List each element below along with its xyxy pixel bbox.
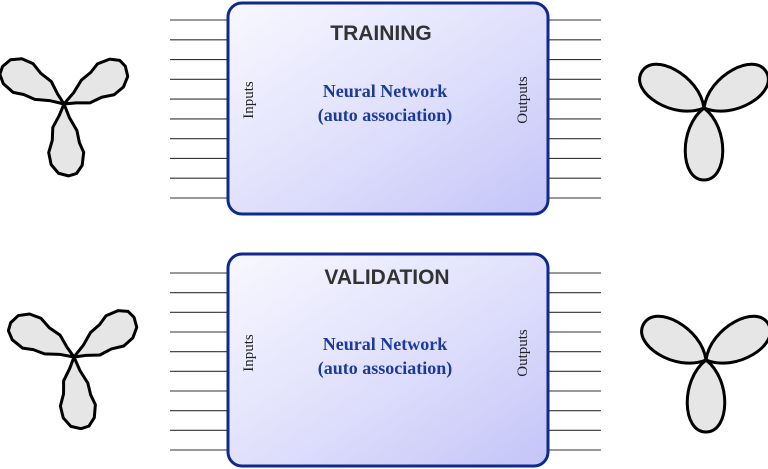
neural-network-box xyxy=(226,252,550,468)
reconstructed-output-shape xyxy=(632,306,768,434)
stage-title: VALIDATION xyxy=(324,266,449,289)
noisy-input-shape xyxy=(0,49,137,179)
noisy-input-shape xyxy=(1,302,146,432)
reconstructed-output-shape xyxy=(630,54,768,182)
training-stage: TRAINING Neural Network (auto associatio… xyxy=(170,1,601,216)
output-lines xyxy=(547,272,601,451)
outputs-label: Outputs xyxy=(515,76,531,124)
outputs-label: Outputs xyxy=(515,329,531,377)
inputs-label: Inputs xyxy=(241,334,257,372)
output-lines xyxy=(547,19,601,199)
network-label-line1: Neural Network xyxy=(323,334,447,354)
inputs-label: Inputs xyxy=(241,81,257,119)
neural-network-box xyxy=(226,1,550,216)
network-label-line2: (auto association) xyxy=(318,358,453,379)
input-lines xyxy=(170,272,229,451)
input-lines xyxy=(170,19,229,199)
stage-title: TRAINING xyxy=(330,22,432,45)
network-label-line1: Neural Network xyxy=(323,81,447,101)
network-label-line2: (auto association) xyxy=(318,105,453,126)
validation-stage: VALIDATION Neural Network (auto associat… xyxy=(170,252,601,468)
